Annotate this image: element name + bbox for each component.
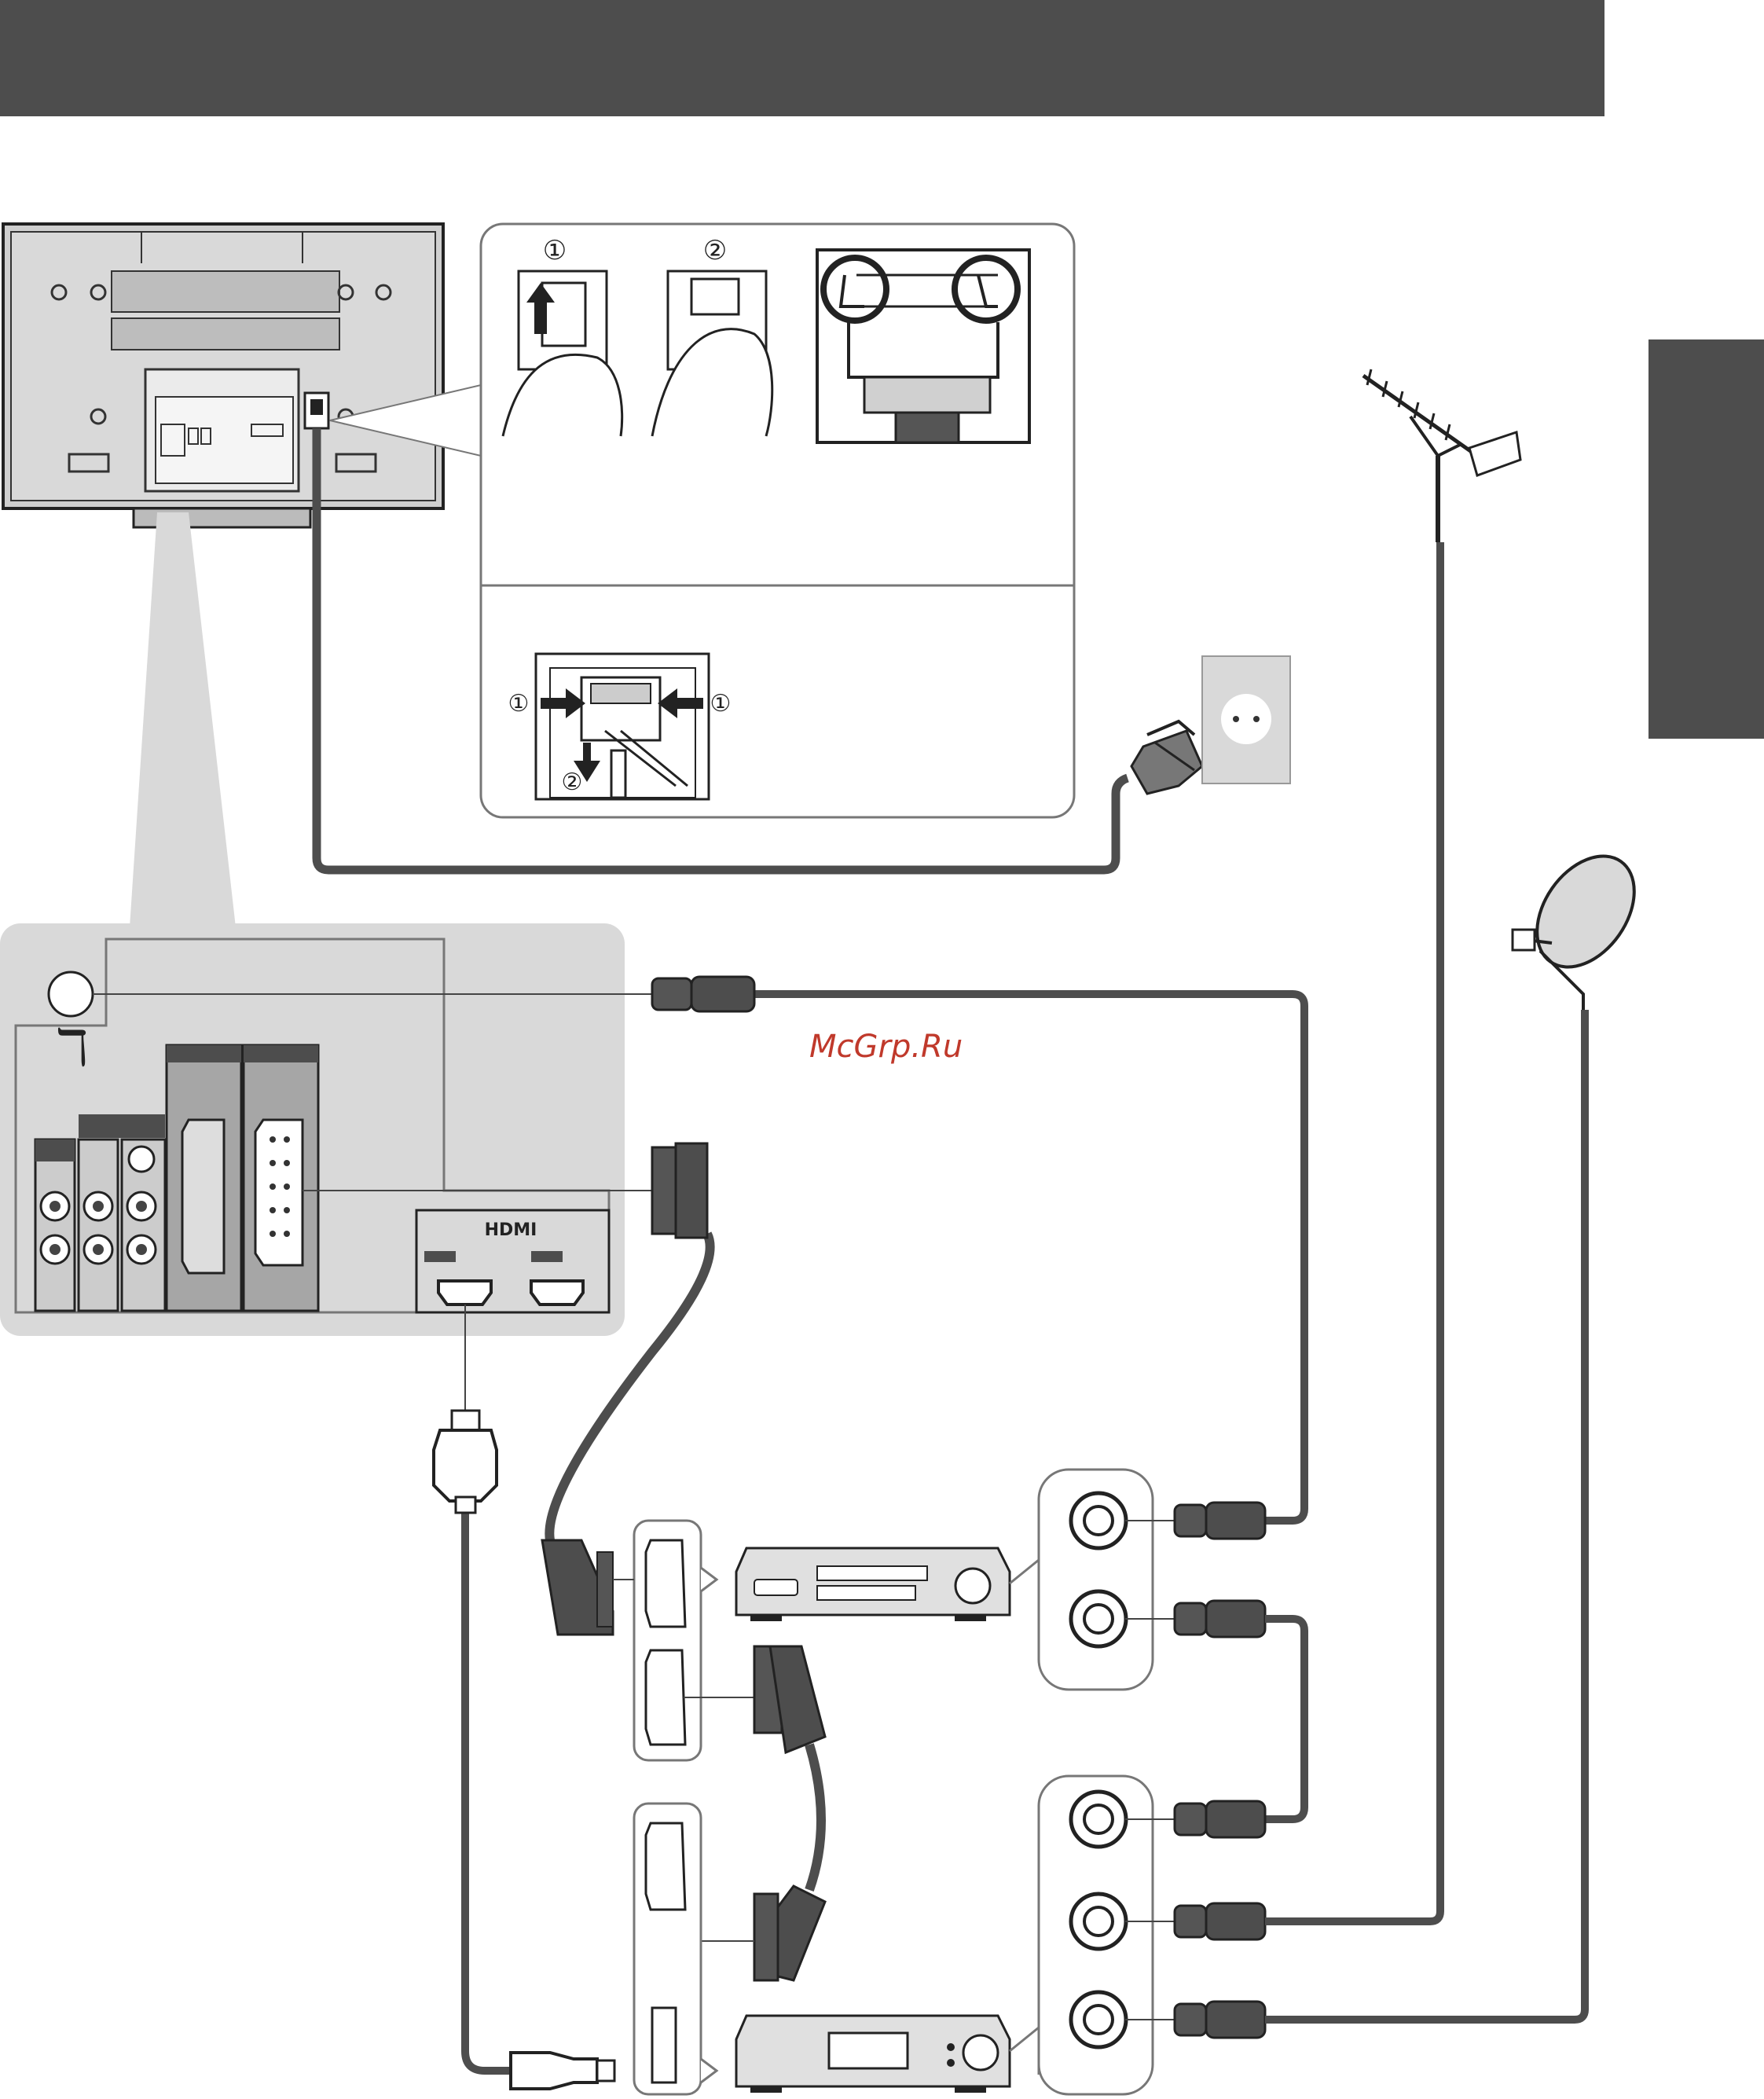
stb-callout xyxy=(1010,2027,1039,2075)
aerial-terminal[interactable] xyxy=(49,972,93,1016)
detach-step-2-marker: ② xyxy=(562,769,583,796)
wall-socket xyxy=(1202,656,1290,783)
detach-step-1-left-marker: ① xyxy=(508,690,530,717)
satellite-cable xyxy=(1265,1010,1585,2020)
rf-plug-stb-in xyxy=(1175,1903,1265,1939)
aerial-symbol: ℸ xyxy=(56,1019,88,1077)
aerial-cable-tv xyxy=(652,977,1304,1521)
terminal-panel: ℸ xyxy=(0,923,625,1336)
satellite-dish xyxy=(1513,838,1654,1010)
header-bar xyxy=(0,0,1604,116)
av-jack-3a[interactable] xyxy=(129,1147,154,1172)
set-top-box xyxy=(736,2016,1010,2093)
stb-connector-panel xyxy=(634,1804,717,2094)
aerial-antenna xyxy=(1363,369,1520,542)
rf-plug-recorder-out xyxy=(1175,1503,1265,1539)
aerial-cable xyxy=(1265,542,1440,1921)
recorder-device xyxy=(736,1548,1010,1621)
hdmi-1-socket[interactable] xyxy=(438,1281,491,1305)
side-tab xyxy=(1648,339,1764,739)
recorder-scart-2[interactable] xyxy=(646,1650,685,1745)
scart-av2-socket[interactable] xyxy=(182,1120,224,1273)
recorder-rf-panel xyxy=(1039,1470,1179,1690)
hdmi-logo: HDMI xyxy=(485,1220,537,1240)
recorder-scart-1[interactable] xyxy=(646,1540,685,1627)
tv-rear-illustration xyxy=(3,224,443,527)
attach-step-1-marker: ① xyxy=(543,235,567,266)
detach-step-1-right-marker: ① xyxy=(710,690,732,717)
rf-plug-recorder-in xyxy=(1175,1601,1265,1637)
hdmi-2-socket[interactable] xyxy=(531,1281,583,1305)
scart-cable-recorder-stb xyxy=(684,1646,825,1980)
ac-cord-detail-panel: ① ② ① ① ② xyxy=(481,224,1074,817)
rf-plug-stb-out xyxy=(1175,1801,1265,1837)
rf-plug-satellite xyxy=(1175,2002,1265,2038)
watermark: McGrp.Ru xyxy=(809,1029,963,1065)
stb-rf-panel xyxy=(1039,1776,1179,2094)
attach-step-2-marker: ② xyxy=(703,235,727,266)
recorder-scart-panel xyxy=(613,1521,735,1760)
mains-plug xyxy=(1131,721,1202,794)
hdmi-cable xyxy=(434,1305,614,2089)
callout-wedge-terminals xyxy=(130,512,236,927)
stb-scart[interactable] xyxy=(646,1823,685,1910)
rf-cable-recorder-to-stb xyxy=(1265,1619,1304,1819)
scart-av1-socket[interactable] xyxy=(255,1120,303,1265)
recorder-callout xyxy=(1010,1560,1039,1607)
stb-hdmi[interactable] xyxy=(652,2008,676,2082)
